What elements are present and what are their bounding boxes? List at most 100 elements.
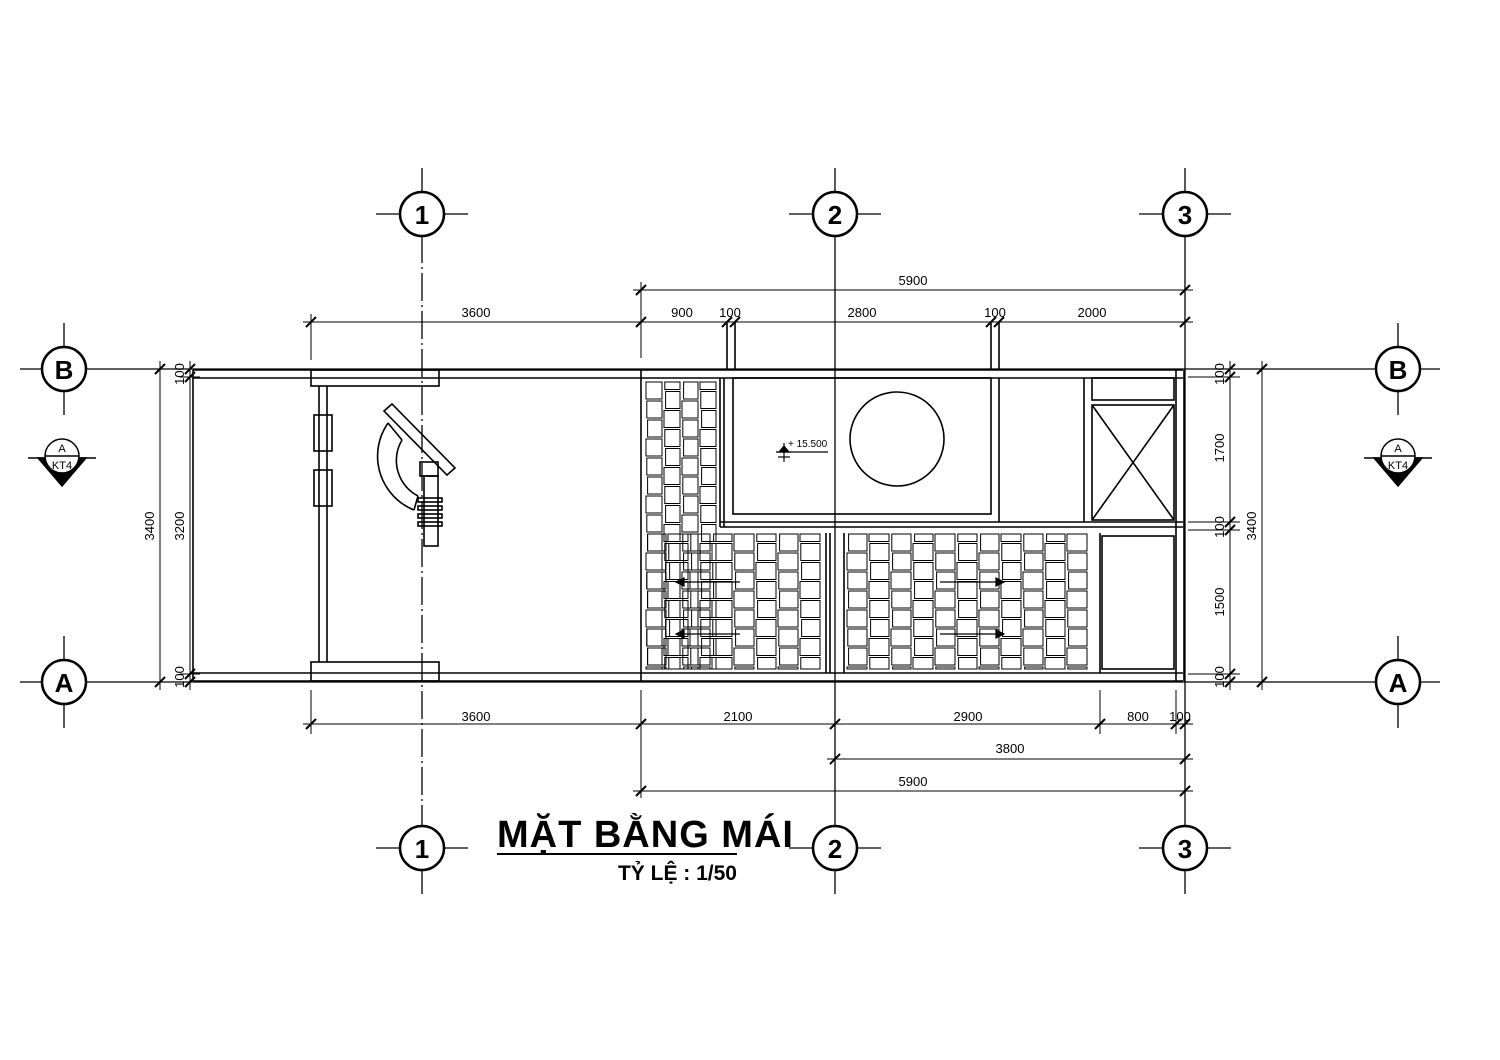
dim-bottom-left-bay: 3600 (462, 709, 491, 724)
roof-tile (778, 571, 799, 590)
axis-bubble-1-top: 1 (376, 168, 468, 238)
roof-tile (870, 562, 890, 580)
roof-tile (846, 609, 868, 628)
roof-tile (735, 571, 755, 590)
roof-tile (700, 562, 717, 580)
axis-bubble-1-bottom: 1 (376, 824, 468, 894)
roof-tile (645, 552, 663, 571)
roof-tile (645, 495, 663, 514)
roof-tile (1044, 657, 1066, 670)
dim-top-100b: 100 (984, 305, 1006, 320)
roof-tiles (645, 381, 1088, 670)
roof-tile (665, 448, 681, 466)
dim-left-top: 100 (172, 363, 187, 385)
roof-tile (1045, 562, 1066, 580)
roof-tile (868, 533, 890, 542)
roof-tile (699, 381, 717, 390)
roof-tile (667, 533, 689, 542)
axis-label: A (1389, 668, 1408, 698)
roof-tile (683, 438, 699, 457)
scale-text: TỶ LỆ : 1/50 (618, 861, 737, 885)
roof-tile (848, 647, 868, 666)
roof-tile (934, 647, 956, 666)
roof-tile (777, 609, 799, 628)
roof-tile (647, 647, 667, 666)
roof-tile (978, 666, 1000, 670)
axis-bubbles: 1 2 3 1 2 3 B (40, 168, 1422, 894)
roof-tile (682, 419, 699, 438)
dimension-lines (150, 282, 1272, 798)
roof-tile (712, 619, 733, 637)
roof-tile (892, 609, 912, 628)
roof-tile (1023, 590, 1044, 609)
section-marker-left: A KT4 (28, 438, 96, 488)
roof-tile (645, 609, 663, 628)
axis-label: 3 (1178, 200, 1192, 230)
building-outline (192, 322, 1185, 682)
roof-tile (1001, 657, 1022, 670)
roof-tile (665, 562, 681, 580)
roof-tile (913, 619, 934, 637)
axis-label: 3 (1178, 834, 1192, 864)
roof-tile (936, 628, 956, 647)
roof-tile (663, 410, 681, 428)
roof-tile (777, 666, 799, 670)
roof-tile (645, 552, 667, 571)
roof-tile (690, 533, 711, 552)
roof-tile (690, 647, 711, 666)
roof-tile (667, 581, 689, 599)
dim-top-100a: 100 (719, 305, 741, 320)
roof-tile (936, 571, 956, 590)
roof-tile (1066, 533, 1088, 552)
roof-tile (1067, 552, 1088, 571)
dim-right-1500: 1500 (1212, 588, 1227, 617)
roof-tile (870, 619, 890, 637)
roof-tile (1000, 581, 1022, 599)
roof-tile (757, 657, 777, 670)
roof-tile (699, 429, 717, 447)
dim-top-2000: 2000 (1078, 305, 1107, 320)
axis-bubble-a-left: A (40, 636, 88, 728)
roof-tile (958, 657, 978, 670)
roof-tile (801, 619, 821, 637)
dimension-labels: 5900 3600 900 100 2800 100 2000 3600 210… (142, 273, 1259, 789)
roof-tile (683, 495, 699, 514)
dim-top-overall: 5900 (899, 273, 928, 288)
roof-tile (664, 381, 681, 390)
roof-tile (1002, 562, 1022, 580)
roof-tile (800, 543, 821, 561)
axis-bubble-b-left: B (40, 323, 88, 415)
roof-tile (691, 552, 711, 571)
dim-bottom-2100: 2100 (724, 709, 753, 724)
roof-tile (956, 619, 978, 637)
roof-tile (646, 628, 667, 647)
roof-tile (647, 533, 663, 552)
roof-tile (957, 533, 978, 542)
roof-tile (914, 533, 934, 542)
roof-tile (1046, 638, 1066, 656)
roof-tile (869, 657, 890, 670)
roof-tile (914, 638, 934, 656)
axis-bubble-2-bottom: 2 (789, 824, 881, 894)
roof-tile (890, 571, 912, 590)
roof-tile (868, 581, 890, 599)
roof-tile (935, 609, 956, 628)
roof-tile (890, 628, 912, 647)
roof-tile (664, 543, 681, 561)
dim-right-overall: 3400 (1244, 512, 1259, 541)
axis-label: A (55, 668, 74, 698)
axis-bubble-2-top: 2 (789, 168, 881, 238)
roof-tile (935, 666, 956, 670)
dim-bottom-800: 800 (1127, 709, 1149, 724)
roof-tile (645, 609, 667, 628)
roof-tile (1067, 666, 1088, 670)
roof-tile (665, 391, 681, 409)
roof-tile (958, 543, 978, 561)
roof-tile (645, 381, 663, 400)
section-marker-right: A KT4 (1364, 438, 1432, 488)
grid-axes (20, 235, 1440, 828)
roof-tile (757, 543, 777, 561)
dim-bottom-2900: 2900 (954, 709, 983, 724)
roof-tile (979, 628, 1000, 647)
